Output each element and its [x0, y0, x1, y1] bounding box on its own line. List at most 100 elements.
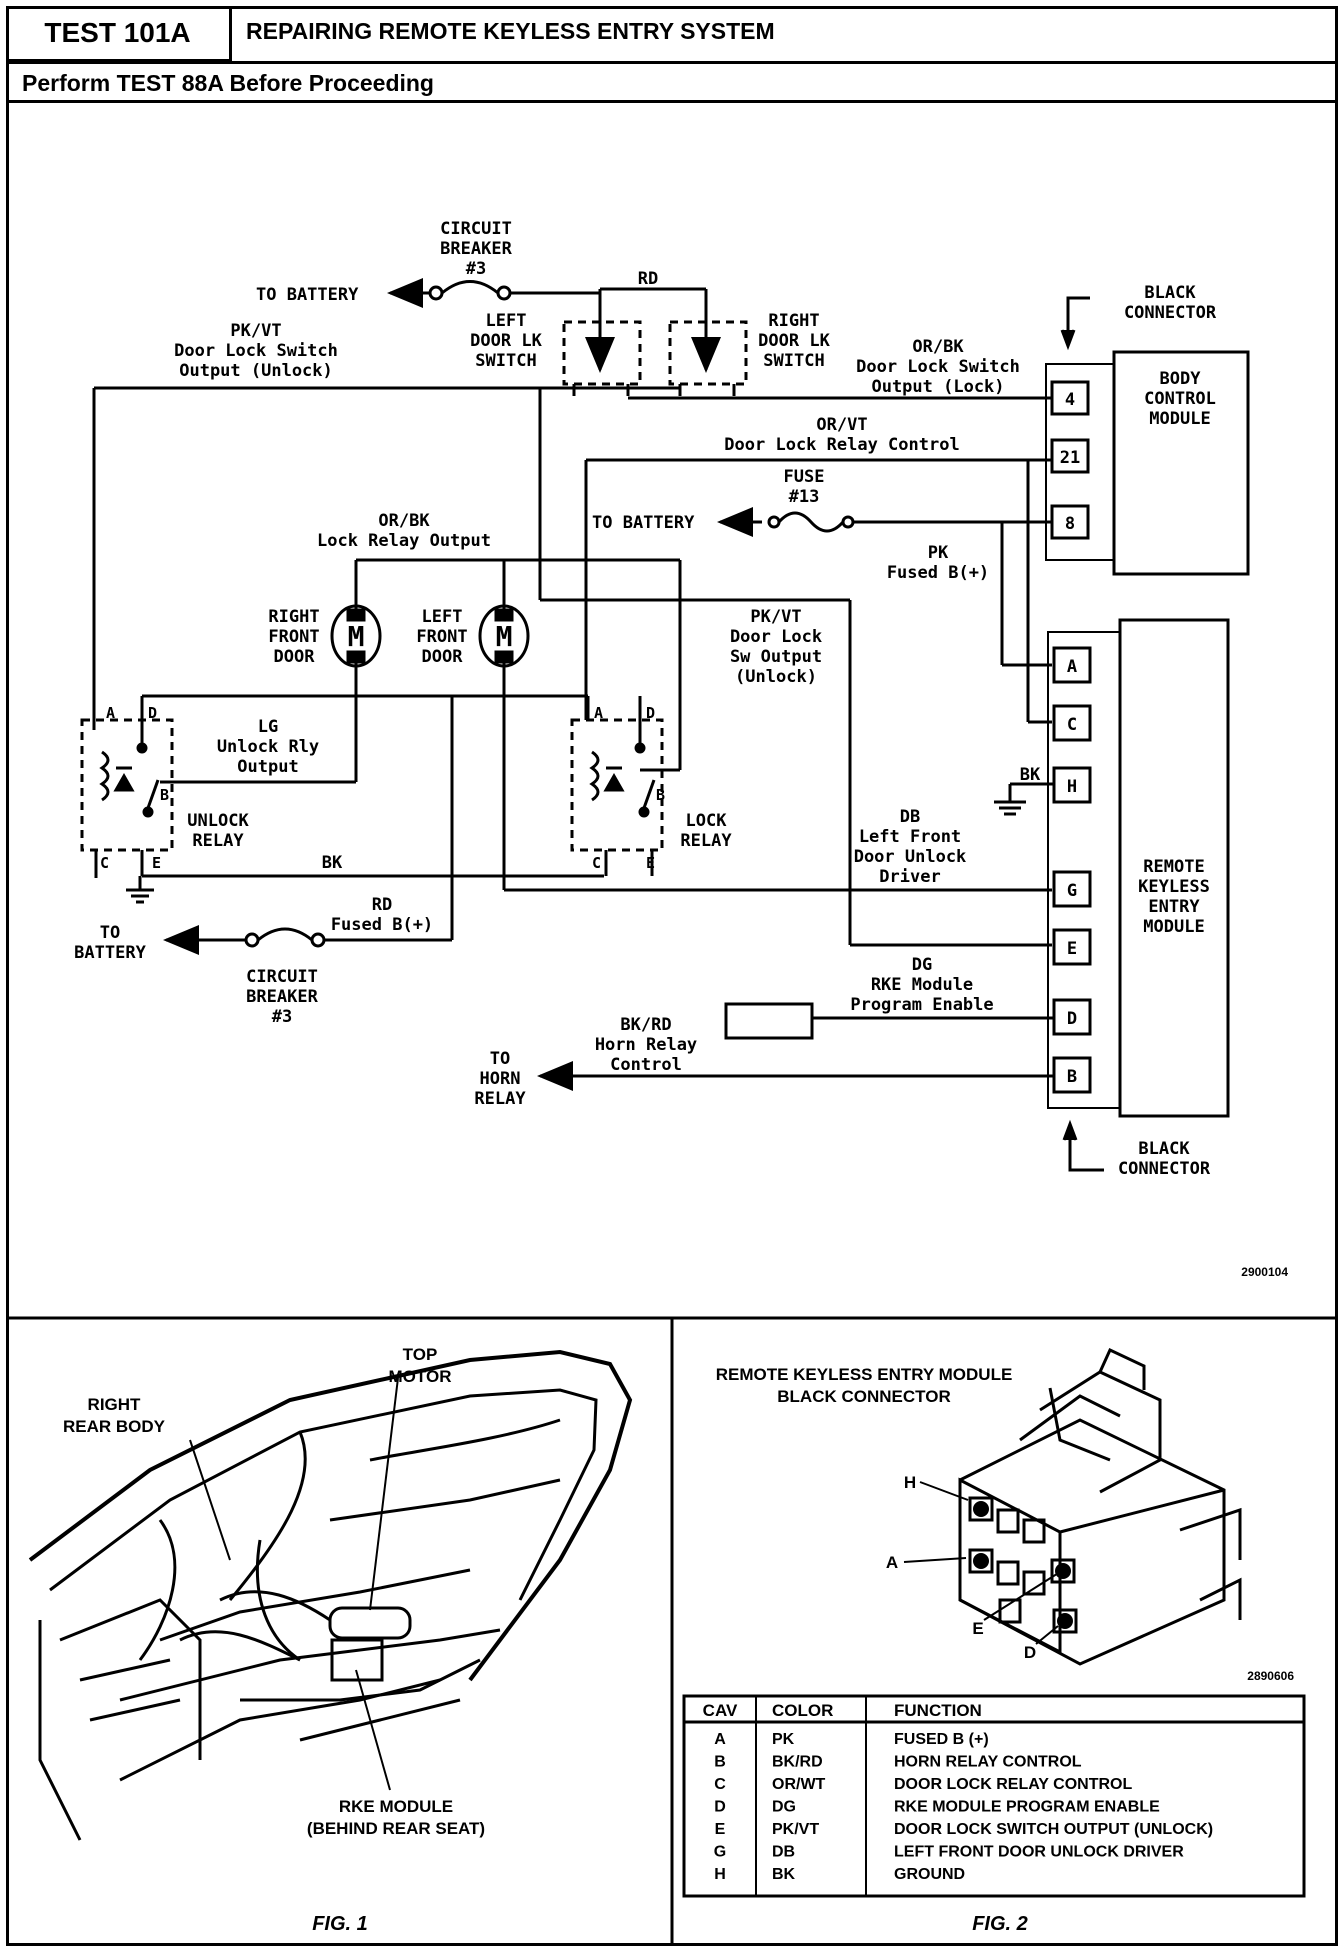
pk-fused-l1: PK [928, 543, 949, 563]
table-cell: H [714, 1866, 726, 1883]
lock-relay [570, 718, 664, 852]
pkvt-left-l2: Door Lock Switch [174, 341, 338, 361]
table-cell: RKE MODULE PROGRAM ENABLE [894, 1799, 1160, 1816]
motor-m-right: M [348, 620, 365, 653]
black-conn-top-l2: CONNECTOR [1124, 303, 1217, 323]
horn-l1: TO [490, 1049, 510, 1069]
fig2-callout-lines [903, 1481, 1061, 1645]
to-battery-mid: TO BATTERY [592, 513, 695, 533]
unlock-relay-l2: RELAY [192, 831, 244, 851]
fig1-caption: FIG. 1 [312, 1913, 368, 1935]
unlock-relay-l1: UNLOCK [187, 811, 249, 831]
left-switch-l2: DOOR LK [470, 331, 542, 351]
pkvt-mid-l2: Door Lock [730, 627, 822, 647]
bkrd-l1: BK/RD [620, 1015, 671, 1035]
fig2-callouts: H A E D 2890606 [886, 1473, 1294, 1683]
lr-pin-e: E [646, 854, 655, 872]
lg-l1: LG [258, 717, 278, 737]
table-cell: C [714, 1776, 726, 1793]
pkvt-mid-l3: Sw Output [730, 647, 822, 667]
pkvt-left-l3: Output (Unlock) [179, 361, 333, 381]
right-door-lock-switch [668, 320, 748, 386]
rke-pin-b-label: B [1067, 1067, 1077, 1087]
orbk-relay-l1: OR/BK [378, 511, 430, 531]
fuse13-l1: FUSE [784, 467, 825, 487]
body-control-module [1112, 350, 1250, 576]
ur-pin-e: E [152, 854, 161, 872]
rke-l3: ENTRY [1148, 897, 1200, 917]
right-switch-l3: SWITCH [763, 351, 824, 371]
bcm-l1: BODY [1160, 369, 1202, 389]
orvt-l1: OR/VT [816, 415, 867, 435]
cb-top-l2: BREAKER [440, 239, 512, 259]
orvt-l2: Door Lock Relay Control [724, 435, 959, 455]
table-cell: DOOR LOCK RELAY CONTROL [894, 1776, 1132, 1793]
cb-top-l3: #3 [466, 259, 486, 279]
orbk-lock-l2: Door Lock Switch [856, 357, 1020, 377]
table-cell: D [714, 1799, 726, 1816]
circuit-breaker-bottom [257, 927, 313, 942]
fig2-title-l1: REMOTE KEYLESS ENTRY MODULE [716, 1365, 1013, 1384]
table-cell: PK/VT [772, 1821, 819, 1838]
schematic-ref-code: 2900104 [1241, 1265, 1288, 1279]
fig1-rke-l1: RKE MODULE [339, 1797, 453, 1816]
rfd-l3: DOOR [274, 647, 316, 667]
fuse13-l2: #13 [789, 487, 820, 507]
ur-pin-d: D [148, 704, 157, 722]
table-header-cav: CAV [703, 1701, 738, 1720]
rfd-l2: FRONT [268, 627, 319, 647]
db-l4: Driver [879, 867, 940, 887]
db-l1: DB [900, 807, 920, 827]
cb-top-l1: CIRCUIT [440, 219, 512, 239]
ur-pin-a: A [106, 704, 115, 722]
rke-pin-c [1052, 704, 1092, 742]
lg-l2: Unlock Rly [217, 737, 319, 757]
fig1-right-rear-l1: RIGHT [88, 1395, 142, 1414]
fuse-13 [777, 511, 845, 533]
rke-pin-a-label: A [1067, 657, 1077, 677]
rke-l1: REMOTE [1143, 857, 1204, 877]
lr-pin-c: C [592, 854, 601, 872]
rd-fused-l2: Fused B(+) [331, 915, 433, 935]
pkvt-mid-l4: (Unlock) [735, 667, 817, 687]
bkrd-l3: Control [610, 1055, 682, 1075]
table-cell: BK/RD [772, 1754, 823, 1771]
cavity-d [1052, 1608, 1078, 1634]
table-cell: OR/WT [772, 1776, 826, 1793]
ur-pin-c: C [100, 854, 109, 872]
rke-l4: MODULE [1143, 917, 1204, 937]
rd-fused-l1: RD [372, 895, 392, 915]
black-conn-top-l1: BLACK [1144, 283, 1196, 303]
bcm-pin-21 [1050, 438, 1090, 474]
table-cell: DOOR LOCK SWITCH OUTPUT (UNLOCK) [894, 1821, 1213, 1838]
cb-bottom-l3: #3 [272, 1007, 292, 1027]
rke-pin-d-label: D [1067, 1009, 1077, 1029]
fig2-connector-drawing [958, 1347, 1242, 1666]
callout-e: E [972, 1619, 983, 1638]
lr-pin-b: B [656, 786, 665, 804]
lr-pin-d: D [646, 704, 655, 722]
table-cell: G [714, 1844, 726, 1861]
cavity-a [968, 1548, 994, 1574]
table-cell: PK [772, 1731, 795, 1748]
fig2-ref-code: 2890606 [1247, 1669, 1294, 1683]
lock-relay-l1: LOCK [686, 811, 728, 831]
page-title: REPAIRING REMOTE KEYLESS ENTRY SYSTEM [246, 18, 775, 44]
bk-mid: BK [322, 853, 343, 873]
rke-pin-a [1052, 646, 1092, 684]
test-id: TEST 101A [6, 6, 232, 62]
table-header-function: FUNCTION [894, 1701, 982, 1720]
cavity-h [968, 1496, 994, 1522]
pkvt-mid-l1: PK/VT [750, 607, 801, 627]
fig2-caption: FIG. 2 [972, 1913, 1028, 1935]
motor-m-left: M [496, 620, 513, 653]
rke-pin-e [1052, 928, 1092, 966]
header-divider-2 [6, 100, 1338, 103]
table-cell: A [714, 1731, 726, 1748]
db-l3: Door Unlock [854, 847, 967, 867]
bcm-l2: CONTROL [1144, 389, 1216, 409]
rke-pin-h-label: H [1067, 777, 1077, 797]
